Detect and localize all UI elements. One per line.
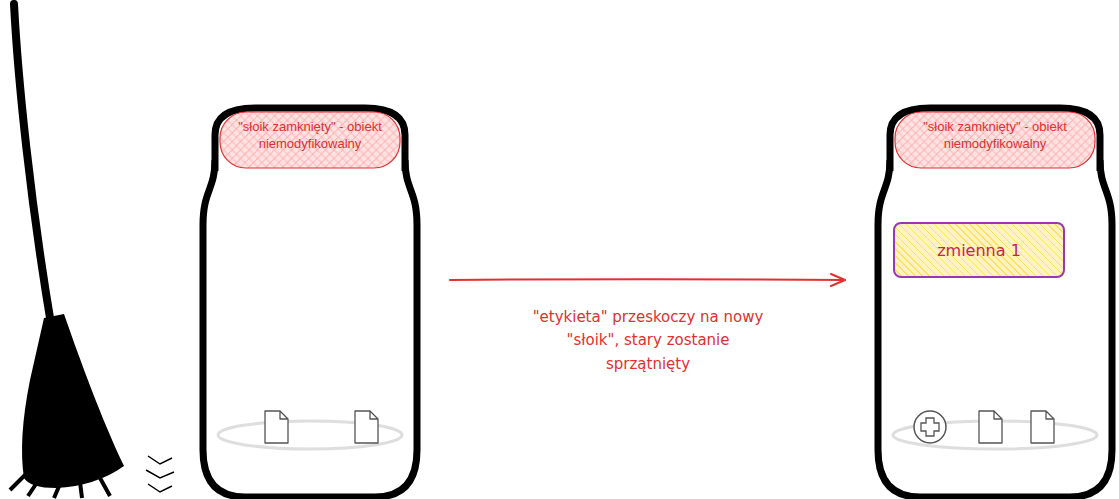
plus-sign — [921, 418, 939, 436]
edge-label: "etykieta" przeskoczy na nowy "słoik", s… — [524, 306, 772, 376]
lid-text: "słoik zamknięty" - obiekt niemodyfikowa… — [222, 105, 398, 153]
variable-label: zmienna 1 — [893, 222, 1065, 278]
jar: "słoik zamknięty" - obiekt niemodyfikowa… — [875, 105, 1115, 499]
arrow-connector — [450, 274, 845, 286]
broom-illustration — [0, 0, 180, 499]
jar-body — [878, 160, 1112, 497]
jar: "słoik zamknięty" - obiekt niemodyfikowa… — [200, 105, 420, 499]
document-icon — [1031, 411, 1054, 443]
variable-name: zmienna 1 — [937, 241, 1021, 260]
document-icon — [265, 411, 288, 443]
document-icon — [355, 411, 378, 443]
jar-outline — [875, 105, 1115, 499]
jar-body — [203, 160, 417, 497]
plus-icon — [914, 411, 946, 443]
document-icon — [979, 411, 1002, 443]
jar-outline — [200, 105, 420, 499]
lid-text: "słoik zamknięty" - obiekt niemodyfikowa… — [897, 105, 1093, 153]
